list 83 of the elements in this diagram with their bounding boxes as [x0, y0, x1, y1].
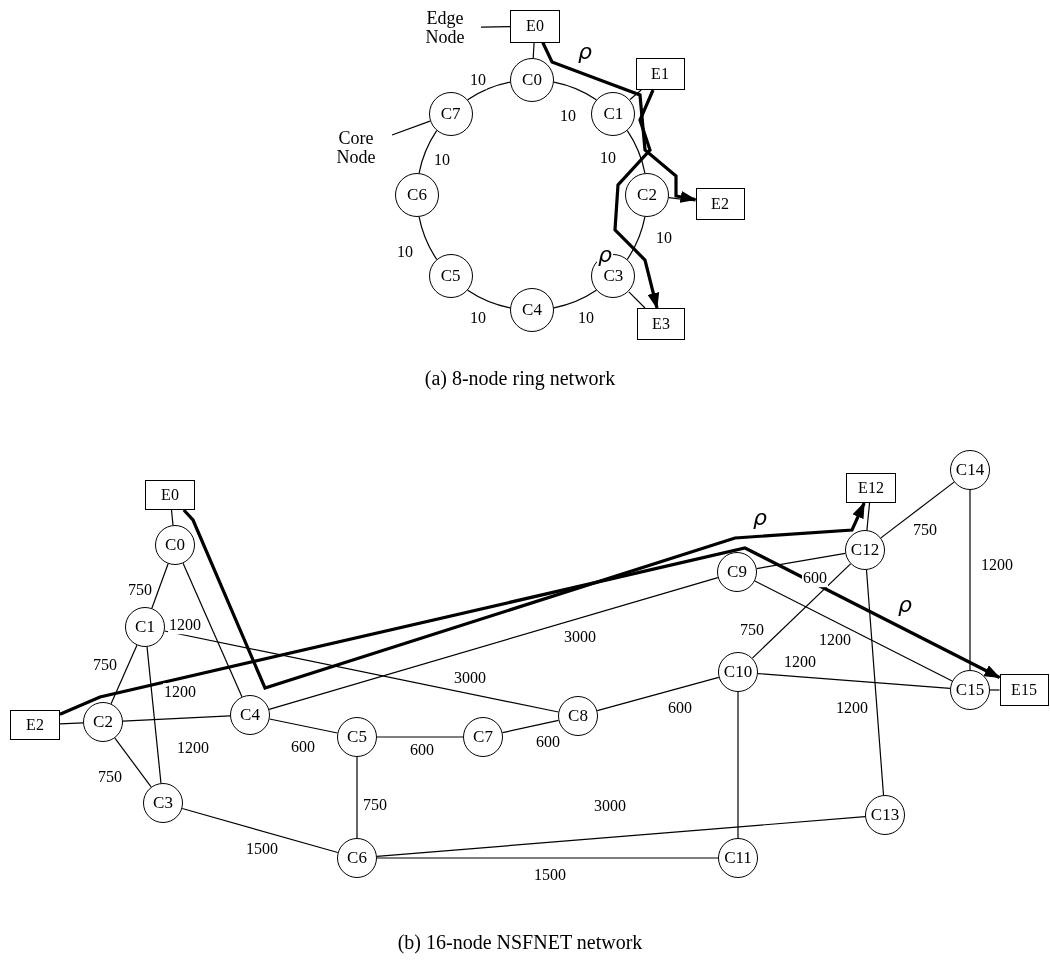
core-node-circle: C6 [395, 173, 439, 217]
link-line [532, 41, 535, 59]
core-node-circle: C1 [591, 91, 636, 136]
edge-node-box: E3 [637, 308, 685, 340]
core-node-circle: C7 [463, 717, 503, 757]
core-node-circle: C4 [510, 288, 554, 332]
lightpath-arrow [541, 41, 697, 203]
link-line [756, 552, 846, 570]
link-line [866, 502, 871, 531]
link-line [269, 718, 338, 734]
link-line [737, 691, 739, 839]
core-node-circle: C3 [143, 783, 183, 823]
core-node-circle: C5 [428, 254, 473, 299]
link-line [182, 562, 243, 698]
link-line [151, 563, 169, 609]
link-line [376, 736, 464, 738]
link-line [110, 644, 138, 705]
core-node-circle: C0 [510, 58, 554, 102]
node-label: Edge Node [409, 5, 481, 51]
core-node-circle: C0 [155, 525, 195, 565]
core-node-circle: C4 [230, 695, 270, 735]
link-line [164, 630, 559, 713]
core-node-circle: C2 [83, 702, 123, 742]
link-line [754, 580, 953, 682]
edge-node-box: E0 [145, 480, 195, 510]
core-node-circle: C8 [558, 696, 598, 736]
link-line [626, 216, 646, 260]
subfigure-caption: (b) 16-node NSFNET network [397, 930, 643, 954]
edge-node-box: E15 [999, 674, 1049, 706]
link-line [170, 509, 174, 526]
link-line [757, 672, 951, 690]
link-line [668, 197, 697, 202]
link-line [865, 569, 885, 796]
link-line [418, 216, 438, 260]
core-node-circle: C1 [125, 607, 165, 647]
edge-node-box: E0 [510, 9, 560, 43]
link-line [122, 715, 231, 722]
link-line [114, 737, 152, 788]
link-weight-label: 600 [802, 569, 828, 587]
core-node-circle: C15 [950, 670, 990, 710]
core-node-circle: C10 [718, 652, 758, 692]
core-node-circle: C12 [845, 530, 885, 570]
link-line [969, 489, 971, 671]
subfigure-caption: (a) 8-node ring network [424, 366, 616, 390]
link-weight-label: 10 [469, 71, 487, 89]
leader-line [391, 120, 431, 136]
link-line [596, 676, 720, 712]
core-node-circle: C9 [717, 552, 757, 592]
link-line [467, 81, 511, 101]
edge-node-box: E12 [846, 473, 896, 503]
link-line [268, 577, 719, 710]
link-line [880, 481, 955, 539]
lightpath-arrow [613, 89, 660, 309]
link-line [553, 289, 597, 309]
link-line [181, 807, 339, 854]
core-node-circle: C2 [625, 173, 669, 217]
link-line [989, 689, 1001, 691]
core-node-circle: C6 [337, 838, 377, 878]
link-line [376, 816, 866, 857]
leader-line [480, 25, 511, 28]
link-line [356, 756, 358, 839]
link-line [553, 81, 597, 101]
link-line [628, 291, 646, 309]
link-line [501, 719, 560, 734]
link-line [626, 130, 646, 174]
edge-node-box: E2 [10, 710, 60, 740]
link-weight-label: 1200 [168, 616, 202, 634]
link-line [467, 289, 511, 309]
edge-node-box: E2 [695, 188, 745, 220]
edge-node-box: E1 [635, 58, 685, 90]
node-label: Core Node [320, 125, 392, 171]
link-line [751, 563, 852, 659]
core-node-circle: C5 [337, 717, 377, 757]
lightpath-arrow [182, 502, 866, 690]
link-line [418, 130, 438, 174]
core-node-circle: C14 [950, 450, 990, 490]
core-node-circle: C13 [865, 795, 905, 835]
link-line [376, 857, 719, 859]
link-line [59, 722, 84, 725]
core-node-circle: C7 [428, 91, 473, 136]
lightpath-arrow [59, 546, 1001, 716]
link-line [146, 646, 162, 784]
core-node-circle: C11 [718, 838, 758, 878]
